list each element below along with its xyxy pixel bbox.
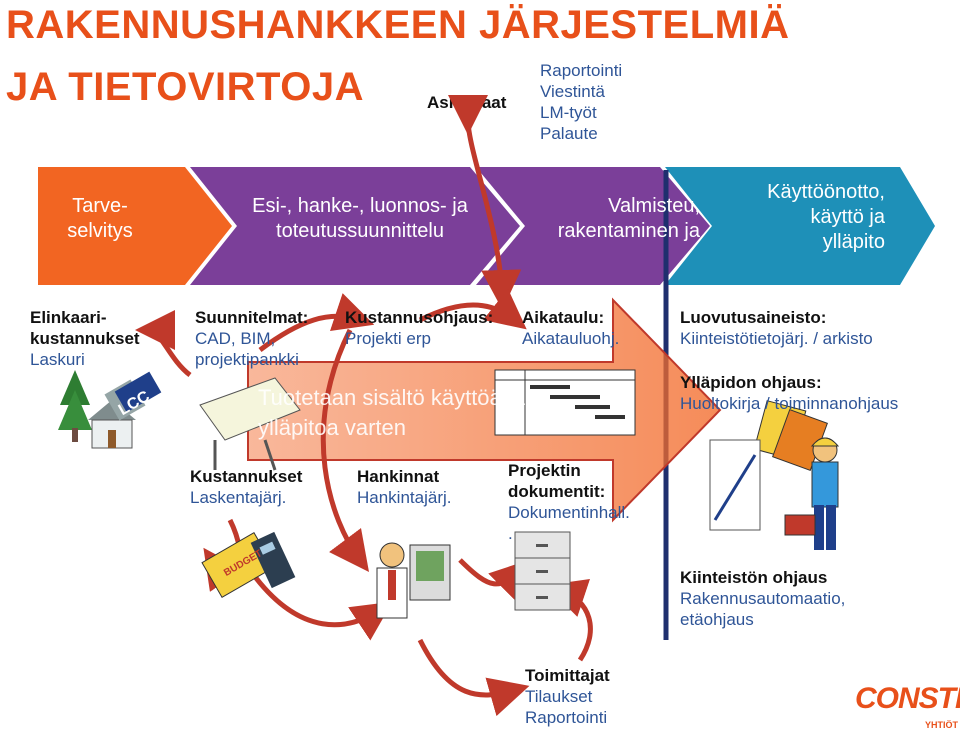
lcc-illustration [58,370,162,449]
arrow-docs-suppliers [417,638,530,717]
arrow-cost-procure [320,328,369,573]
page-title-line1: RAKENNUSHANKKEEN JÄRJESTELMIÄ [6,3,790,47]
consti-logo: CONSTI [855,682,960,715]
page-title-line2: JA TIETOVIRTOJA [6,65,364,109]
building-control-block: Kiinteistön ohjaus Rakennusautomaatio, e… [680,568,846,629]
arrow-design-cost [258,293,375,353]
phase-chevron-operation [665,167,935,285]
customers-item: Palaute [540,124,598,143]
customers-item: Viestintä [540,82,605,101]
schedule-block: Aikataulu: Aikatauluohj. [522,308,620,348]
maintenance-worker-illustration [709,400,840,550]
arrow-budget-procure [247,568,393,641]
lifecycle-block: Elinkaari- kustannukset Laskuri [30,308,140,369]
customers-items: Raportointi Viestintä LM-työt Palaute [540,60,622,144]
phase-chevron-needs [38,167,232,285]
big-arrow-text: Tuotetaan sisältö käyttöä ja ylläpitoa v… [258,385,526,440]
project-docs-block: Projektin dokumentit: Dokumentinhall. . [508,461,630,543]
procurement-person-illustration [376,542,451,619]
arrow-cost-schedule [418,288,527,330]
suppliers-block: Toimittajat Tilaukset Raportointi [525,666,610,727]
big-orange-arrow [247,297,722,523]
gantt-sheet-illustration [494,369,636,436]
arrow-customers [447,94,522,310]
phase-label-needs: Tarve- selvitys [67,195,133,242]
maintenance-block: Ylläpidon ohjaus: Huoltokirja / toiminna… [680,373,899,413]
phase-chevron-construction [476,167,710,285]
budget-illustration [201,531,296,599]
arrow-procure-docs [458,558,531,602]
phase-label-design: Esi-, hanke-, luonnos- ja toteutussuunni… [252,195,468,242]
phase-chevron-design [190,167,520,285]
handover-block: Luovutusaineisto: Kiinteistötietojärj. /… [680,308,873,348]
file-cabinet-illustration [514,531,571,611]
procurement-block: Hankinnat Hankintajärj. [357,467,452,507]
customers-item: Raportointi [540,61,623,80]
phase-label-construction: Valmisteu, rakentaminen ja [557,195,700,242]
drafting-table-illustration [199,377,301,471]
customers-item: LM-työt [540,103,597,122]
design-block: Suunnitelmat: CAD, BIM, projektipankki [195,308,309,369]
costs-block: Kustannukset Laskentajärj. [190,467,303,507]
phase-label-operation: Käyttöönotto, käyttö ja ylläpito [767,181,885,253]
arrow-lcc [135,310,192,377]
cost-control-block: Kustannusohjaus: Projekti erp [345,308,494,348]
consti-logo-sub: YHTIÖT [925,720,958,730]
